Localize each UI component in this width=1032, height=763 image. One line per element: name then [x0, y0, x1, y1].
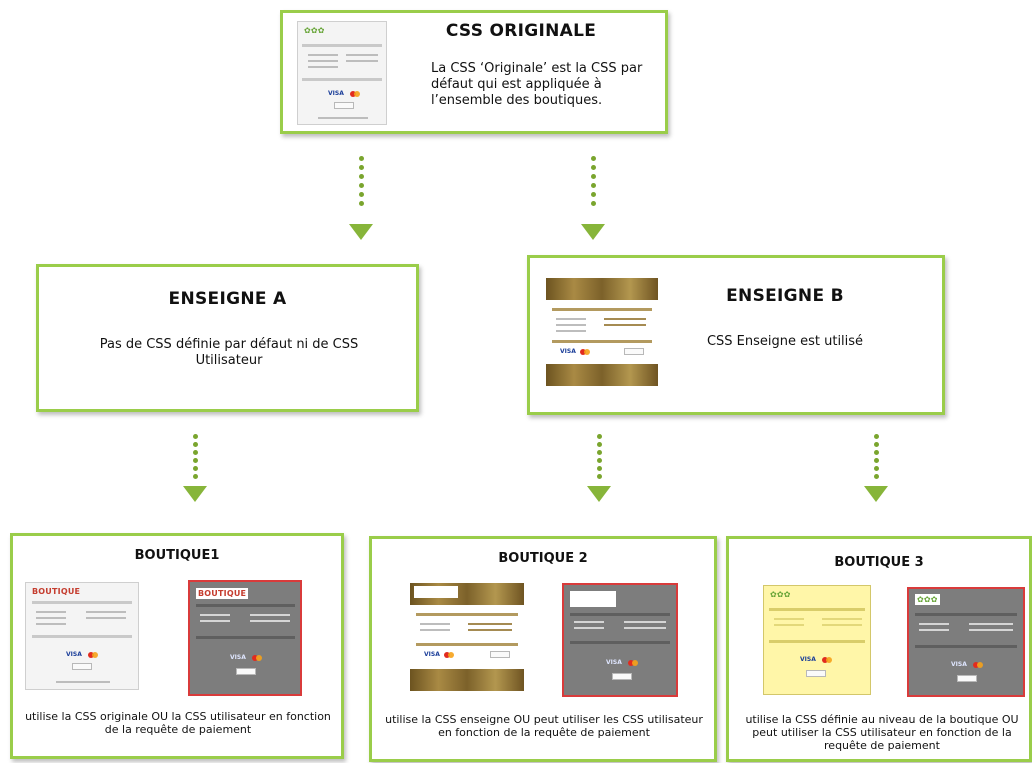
mastercard-logo	[444, 652, 454, 658]
visa-logo: VISA	[66, 651, 82, 658]
thumbnail-logo: ✿✿✿	[304, 26, 325, 35]
dotted-arrow-down-icon	[861, 430, 891, 520]
payment-page-thumbnail: ✿✿✿ VISA	[763, 585, 871, 695]
css-originale-box: ✿✿✿ VISA CSS ORIGINALE La CSS ‘Originale…	[280, 10, 668, 134]
enseigne-b-description: CSS Enseigne est utilisé	[706, 334, 864, 349]
visa-logo: VISA	[800, 656, 816, 663]
visa-logo: VISA	[328, 90, 344, 97]
mastercard-logo	[580, 349, 590, 355]
css-originale-description: La CSS ‘Originale’ est la CSS par défaut…	[431, 61, 643, 108]
boutique2-box: BOUTIQUE 2 VISA VISA utilise la CSS ense…	[369, 536, 717, 762]
payment-page-thumbnail: VISA	[562, 583, 678, 697]
boutique2-title: BOUTIQUE 2	[498, 551, 588, 566]
enseigne-a-title: ENSEIGNE A	[168, 289, 287, 309]
mastercard-logo	[973, 662, 983, 668]
dotted-arrow-down-icon	[578, 152, 608, 242]
enseigne-b-title: ENSEIGNE B	[726, 286, 844, 306]
thumbnail-logo: BOUTIQUE	[32, 587, 81, 596]
mastercard-logo	[628, 660, 638, 666]
payment-page-thumbnail: ✿✿✿ VISA	[907, 587, 1025, 697]
visa-logo: VISA	[424, 651, 440, 658]
visa-logo: VISA	[951, 661, 967, 668]
payment-page-thumbnail: VISA	[546, 278, 658, 386]
payment-page-thumbnail: ✿✿✿ VISA	[297, 21, 387, 125]
thumbnail-logo: BOUTIQUE	[196, 588, 249, 599]
boutique2-description: utilise la CSS enseigne OU peut utiliser…	[385, 713, 703, 739]
css-originale-title: CSS ORIGINALE	[445, 21, 597, 41]
dotted-arrow-down-icon	[584, 430, 614, 520]
mastercard-logo	[350, 91, 360, 97]
boutique3-title: BOUTIQUE 3	[834, 555, 924, 570]
mastercard-logo	[252, 655, 262, 661]
payment-page-thumbnail: VISA	[410, 583, 524, 691]
boutique3-box: BOUTIQUE 3 ✿✿✿ VISA ✿✿✿ VISA utilise la …	[726, 536, 1032, 762]
boutique1-box: BOUTIQUE1 BOUTIQUE VISA BOUTIQUE VISA ut…	[10, 533, 344, 759]
mastercard-logo	[88, 652, 98, 658]
enseigne-a-box: ENSEIGNE A Pas de CSS définie par défaut…	[36, 264, 419, 412]
dotted-arrow-down-icon	[346, 152, 376, 242]
thumbnail-logo: ✿✿✿	[915, 594, 940, 605]
visa-logo: VISA	[606, 659, 622, 666]
boutique1-description: utilise la CSS originale OU la CSS utili…	[25, 710, 331, 736]
payment-page-thumbnail: BOUTIQUE VISA	[25, 582, 139, 690]
payment-page-thumbnail: BOUTIQUE VISA	[188, 580, 302, 696]
boutique3-description: utilise la CSS définie au niveau de la b…	[745, 713, 1019, 752]
thumbnail-logo: ✿✿✿	[770, 590, 791, 599]
mastercard-logo	[822, 657, 832, 663]
enseigne-a-description: Pas de CSS définie par défaut ni de CSS …	[99, 337, 359, 368]
boutique1-title: BOUTIQUE1	[134, 548, 220, 563]
dotted-arrow-down-icon	[180, 430, 210, 520]
enseigne-b-box: VISA ENSEIGNE B CSS Enseigne est utilisé	[527, 255, 945, 415]
visa-logo: VISA	[230, 654, 246, 661]
visa-logo: VISA	[560, 348, 576, 355]
